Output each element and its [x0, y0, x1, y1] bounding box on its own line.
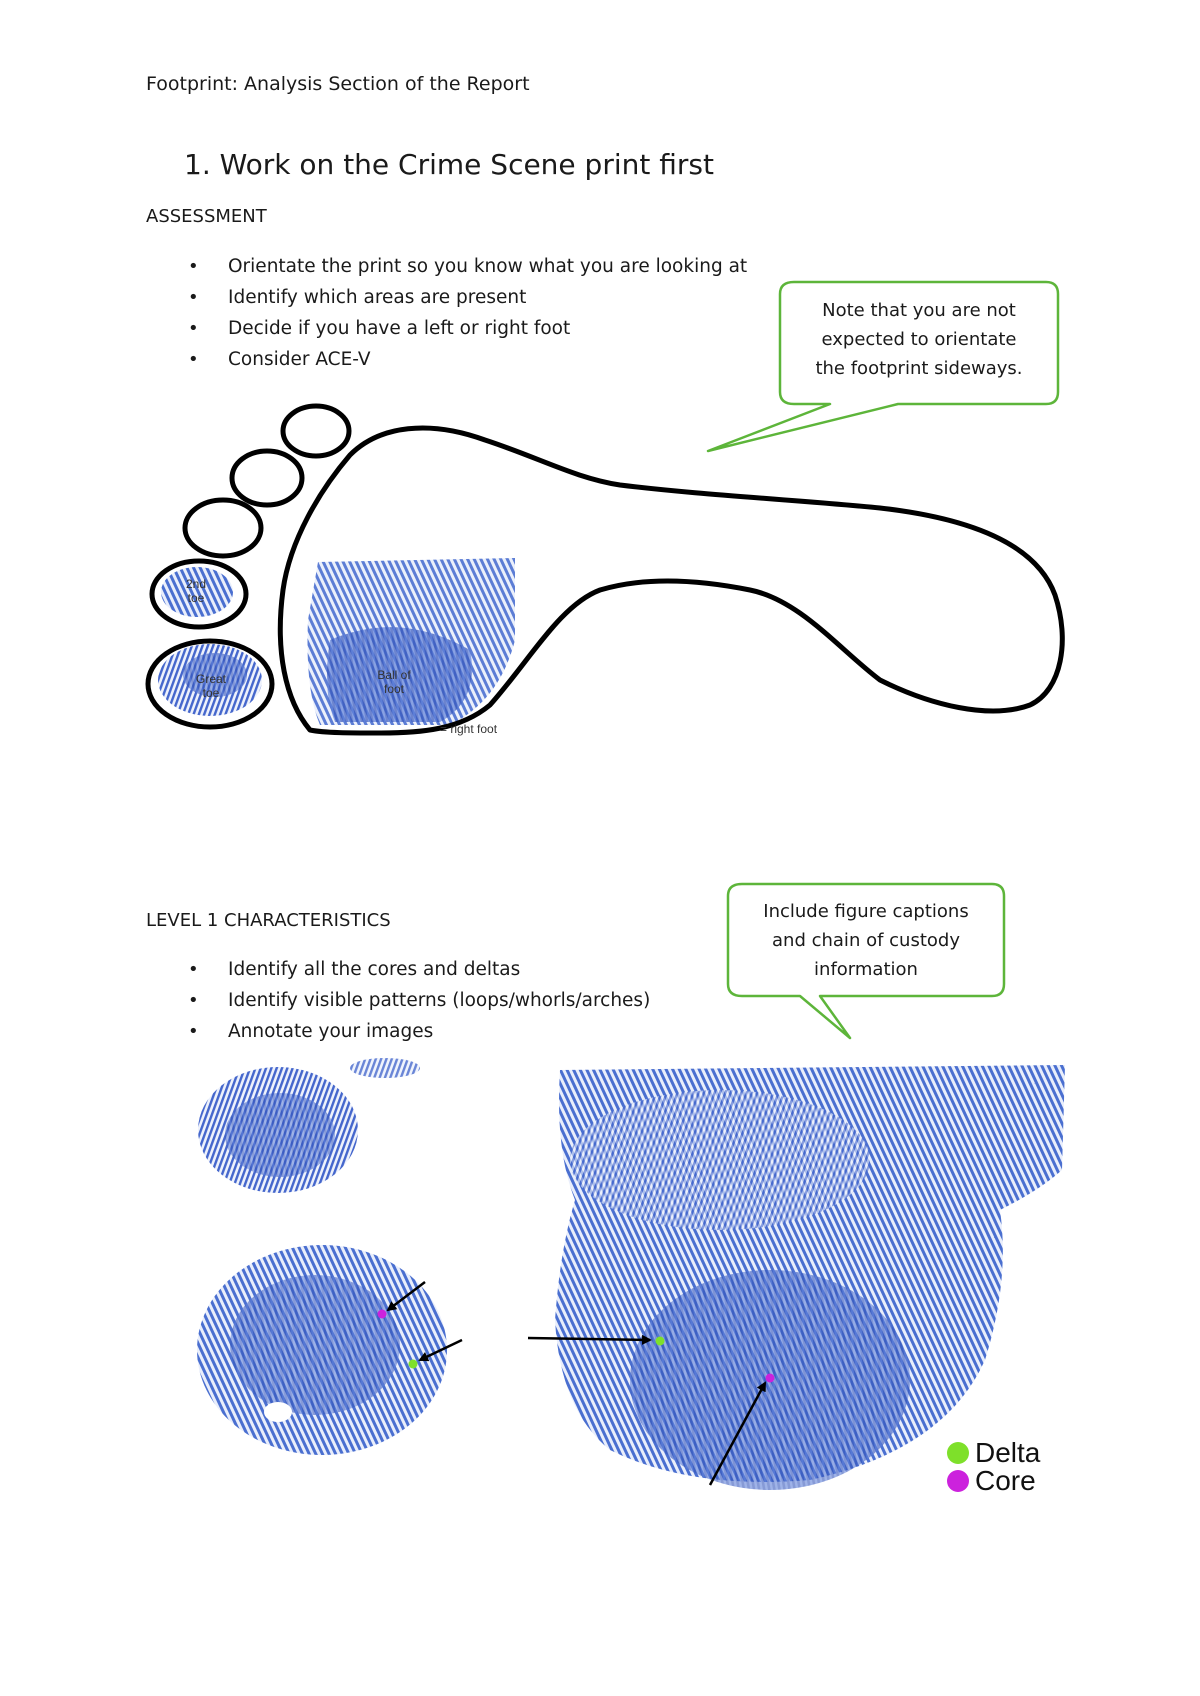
bullet-item: Identify all the cores and deltas [148, 954, 650, 985]
callout-2-line: Include figure captions [763, 901, 969, 922]
ball-of-foot-print-upper [570, 1090, 870, 1230]
bullet-item: Orientate the print so you know what you… [148, 251, 747, 282]
bullet-item: Identify which areas are present [148, 282, 747, 313]
ball-of-foot-label-line: foot [383, 682, 404, 696]
core-dot-icon [947, 1470, 969, 1492]
bullet-item: Annotate your images [148, 1016, 650, 1047]
second-toe-label-line: toe [187, 591, 205, 605]
ball-of-foot-label-line: Ball of [377, 668, 411, 682]
callout-2-line: and chain of custody [772, 930, 960, 951]
callout-1-line: the footprint sideways. [815, 358, 1023, 379]
callout-2: Include figure captions and chain of cus… [730, 897, 1002, 984]
callout-2-line: information [814, 959, 918, 980]
ball-print-dark [326, 627, 472, 722]
delta-dot-icon [947, 1442, 969, 1464]
toe-outline-3rd [182, 497, 264, 559]
great-toe-print-dark [230, 1275, 400, 1415]
arrow-core-ball [708, 1381, 767, 1486]
second-toe-label-line: 2nd [185, 577, 207, 591]
delta-marker-ball [655, 1336, 665, 1346]
assessment-bullet-list: Orientate the print so you know what you… [148, 251, 747, 375]
toe-outline-small [280, 403, 352, 459]
great-toe-print-void [264, 1402, 292, 1422]
toe-outline-2nd [149, 558, 249, 630]
second-toe-texture [161, 567, 233, 617]
arrow-delta-great-toe [418, 1338, 463, 1362]
great-toe-label-line: toe [202, 686, 220, 700]
assessment-label: ASSESSMENT [146, 206, 267, 227]
callout-2-shape [726, 882, 1006, 1040]
core-marker-great-toe [377, 1309, 387, 1319]
foot-outline [277, 425, 1065, 736]
second-toe-label: 2nd toe [176, 577, 216, 605]
right-foot-conclusion: = right foot [440, 722, 498, 736]
ball-of-foot-label: Ball of foot [364, 668, 424, 696]
bullet-item: Consider ACE-V [148, 344, 747, 375]
callout-1: Note that you are not expected to orient… [782, 296, 1056, 383]
callout-1-line: Note that you are not [822, 300, 1016, 321]
great-toe-dark [183, 653, 247, 697]
legend-delta-label: Delta [975, 1437, 1041, 1468]
delta-marker-great-toe [408, 1359, 418, 1369]
callout-1-shape [706, 280, 1060, 453]
core-marker-ball [765, 1373, 775, 1383]
toe-outline-great [145, 638, 275, 730]
legend-row-core: Core [947, 1465, 1040, 1496]
bullet-item: Decide if you have a left or right foot [148, 313, 747, 344]
level1-bullet-list: Identify all the cores and deltas Identi… [148, 954, 650, 1047]
toe-print-sliver [350, 1058, 420, 1078]
marker-legend: Delta Core [947, 1437, 1041, 1496]
arrow-core-great-toe [386, 1281, 426, 1312]
section-heading: 1. Work on the Crime Scene print first [184, 148, 714, 181]
arrow-delta-ball [527, 1334, 652, 1345]
great-toe-label: Great toe [186, 672, 236, 700]
running-title: Footprint: Analysis Section of the Repor… [146, 73, 530, 95]
legend-row-delta: Delta [947, 1437, 1041, 1468]
callout-1-line: expected to orientate [821, 329, 1017, 350]
footprint-outline-figure [145, 403, 1065, 736]
legend-core-label: Core [975, 1465, 1036, 1496]
bullet-item: Identify visible patterns (loops/whorls/… [148, 985, 650, 1016]
print-images-figure [197, 1058, 1065, 1490]
toe-outline-4th [229, 448, 305, 508]
second-toe-print-dark [225, 1093, 335, 1177]
level1-label: LEVEL 1 CHARACTERISTICS [146, 910, 391, 931]
great-toe-label-line: Great [195, 672, 226, 686]
